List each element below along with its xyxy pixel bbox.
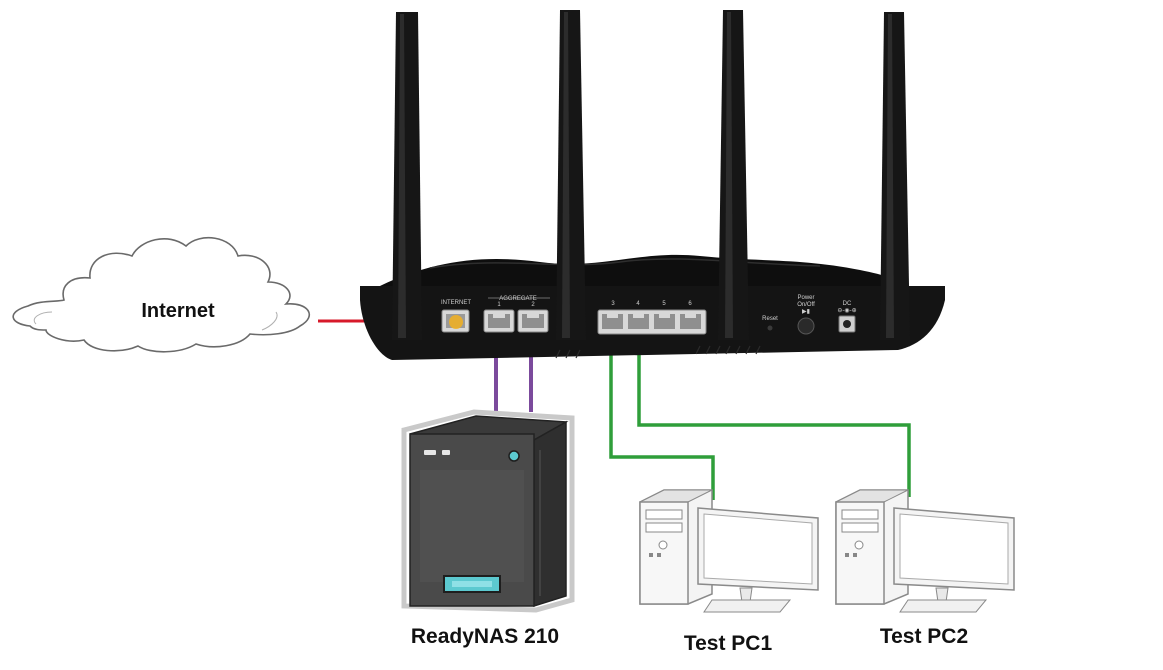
aggregate-port-number: 2 [531, 302, 535, 308]
antenna-1 [392, 12, 422, 340]
pc2-label: Test PC2 [880, 625, 968, 648]
aggregate-label: AGGREGATE [499, 296, 537, 302]
lan-cable-pc2 [637, 332, 911, 497]
router-antennas [392, 10, 910, 340]
router: INTERNET AGGREGATE 1 2 3 4 5 6 [360, 10, 945, 360]
lan-port-number: 4 [636, 301, 640, 307]
internet-port [441, 309, 470, 333]
lan-port-4 [628, 314, 649, 329]
lan-port-block [597, 309, 707, 335]
aggregate-port-number: 1 [497, 302, 501, 308]
power-label-sub: On/Off [797, 302, 815, 308]
reset-button [767, 325, 773, 331]
dc-label: DC [843, 301, 852, 307]
pc2-tower [835, 489, 909, 605]
dc-polarity: ⊖-◉-⊕ [837, 308, 856, 314]
power-button [797, 317, 815, 335]
lan-port-3 [602, 314, 623, 329]
test-pc1: Test PC1 [639, 489, 819, 655]
power-label: Power [797, 295, 814, 301]
nas-button [424, 450, 436, 455]
power-symbol: ▶▮ [802, 309, 810, 315]
internet-port-label: INTERNET [441, 300, 471, 306]
reset-label: Reset [762, 316, 778, 322]
dc-jack [838, 315, 856, 333]
nas-label: ReadyNAS 210 [411, 625, 559, 648]
pc1-tower [639, 489, 713, 605]
readynas-device: ReadyNAS 210 [401, 409, 575, 648]
lan-port-number: 5 [662, 301, 666, 307]
internet-cloud: Internet [12, 237, 311, 353]
lan-port-number: 6 [688, 301, 692, 307]
pc1-label: Test PC1 [684, 632, 773, 655]
pc1-monitor [697, 507, 819, 613]
pc2-monitor [893, 507, 1015, 613]
nas-side [533, 420, 567, 608]
router-vents [555, 345, 761, 359]
nas-power-led [508, 450, 520, 462]
lan-cable-pc1 [609, 332, 715, 500]
lan-port-6 [680, 314, 701, 329]
antenna-4 [880, 12, 910, 340]
aggregate-port-1 [483, 309, 515, 333]
test-pc2: Test PC2 [835, 489, 1015, 648]
antenna-2 [556, 10, 586, 340]
nas-button [442, 450, 450, 455]
lan-port-number: 3 [611, 301, 615, 307]
cloud-label: Internet [141, 300, 215, 322]
lan-port-5 [654, 314, 675, 329]
aggregate-port-2 [517, 309, 549, 333]
antenna-3 [718, 10, 749, 340]
